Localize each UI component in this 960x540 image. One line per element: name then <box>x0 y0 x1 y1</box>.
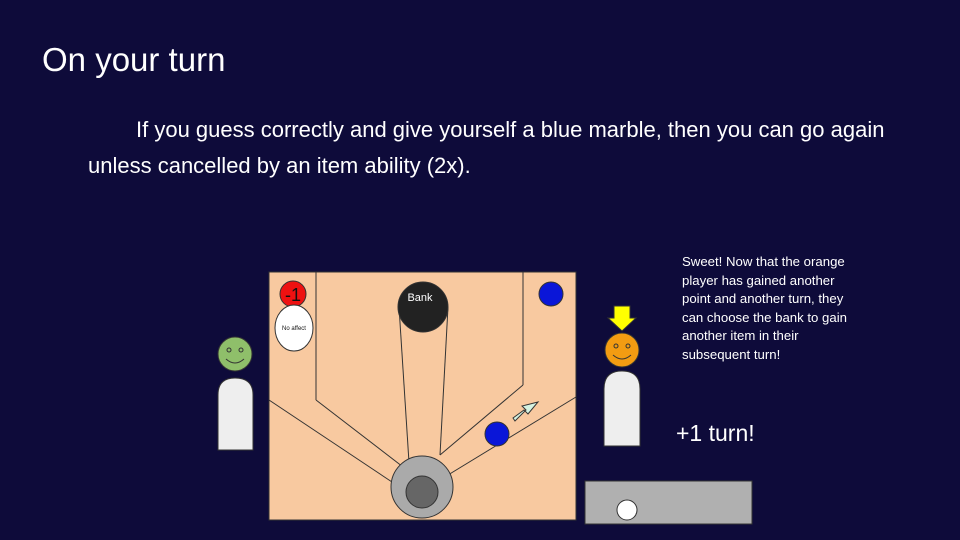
highlight-arrow-icon <box>606 305 638 332</box>
white-marble <box>616 499 638 521</box>
lane-line <box>447 396 577 476</box>
lane-line <box>439 384 524 456</box>
orange-player-smile <box>612 354 632 360</box>
turn-label: +1 turn! <box>676 420 755 446</box>
slide-title: On your turn <box>42 41 226 78</box>
lane-line <box>398 306 411 479</box>
minus-one-label: -1 <box>285 285 301 305</box>
game-board: Bank -1 No affect <box>268 271 577 521</box>
green-player-smile <box>225 358 245 364</box>
green-player-head <box>217 336 253 372</box>
blue-marble-target <box>538 281 564 307</box>
no-affect-slot <box>274 304 314 352</box>
bank-circle <box>397 281 449 333</box>
orange-player-head <box>604 332 640 368</box>
orange-player-eye-left <box>613 343 619 349</box>
orange-player-body <box>603 370 641 447</box>
no-affect-label: No affect <box>282 326 306 332</box>
orange-player-eye-right <box>625 343 631 349</box>
green-player-eye-right <box>238 347 244 353</box>
launcher-hole <box>405 475 439 509</box>
caption-text: Sweet! Now that the orange player has ga… <box>682 254 847 362</box>
lane-line <box>268 399 393 483</box>
bank-label: Bank <box>407 292 433 304</box>
tray-box <box>584 480 753 525</box>
orange-player <box>603 305 641 447</box>
green-player-body <box>217 377 254 451</box>
lane-line <box>439 306 449 456</box>
green-player <box>217 336 254 451</box>
blue-marble-moving <box>484 421 510 447</box>
slide-body-text: If you guess correctly and give yourself… <box>88 117 885 178</box>
direction-arrow-icon <box>512 401 540 422</box>
green-player-eye-left <box>226 347 232 353</box>
marble-tray <box>584 480 753 525</box>
